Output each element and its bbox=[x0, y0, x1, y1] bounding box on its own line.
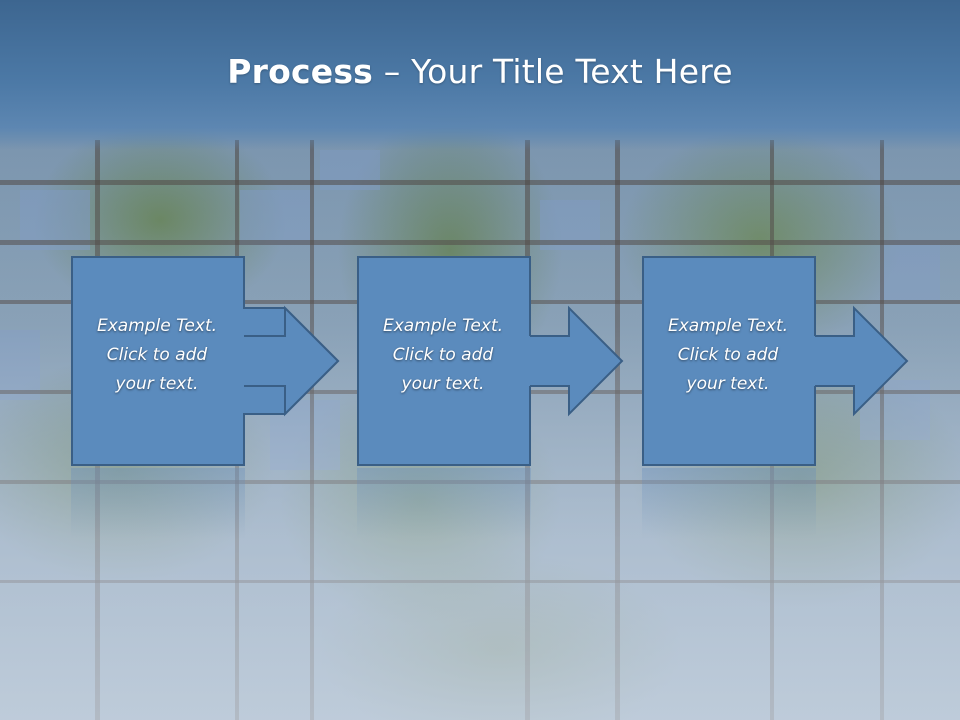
step-2-arrow-shape bbox=[357, 256, 624, 466]
step-1-line-2: Click to add bbox=[106, 345, 208, 365]
step-3-line-2: Click to add bbox=[677, 345, 779, 365]
title-bar bbox=[0, 0, 960, 150]
step-1-line-1: Example Text. bbox=[96, 316, 218, 336]
step-3-text: Example Text. Click to add your text. bbox=[642, 312, 814, 399]
step-1-text: Example Text. Click to add your text. bbox=[71, 312, 243, 399]
step-3-reflection bbox=[642, 468, 816, 538]
slide-title[interactable]: Process – Your Title Text Here bbox=[0, 52, 960, 91]
step-1-arrow-shape bbox=[71, 256, 340, 466]
step-2-text: Example Text. Click to add your text. bbox=[357, 312, 529, 399]
step-2-reflection bbox=[357, 468, 531, 538]
step-1-reflection bbox=[71, 468, 245, 538]
title-bold-text: Process bbox=[227, 52, 374, 91]
step-3-line-3: your text. bbox=[686, 374, 770, 394]
process-step-2[interactable]: Example Text. Click to add your text. bbox=[357, 256, 627, 466]
step-3-line-1: Example Text. bbox=[667, 316, 789, 336]
step-3-arrow-shape bbox=[642, 256, 909, 466]
process-step-1[interactable]: Example Text. Click to add your text. bbox=[71, 256, 341, 466]
process-step-3[interactable]: Example Text. Click to add your text. bbox=[642, 256, 912, 466]
step-1-line-3: your text. bbox=[115, 374, 199, 394]
step-2-line-2: Click to add bbox=[392, 345, 494, 365]
step-2-line-1: Example Text. bbox=[382, 316, 504, 336]
step-2-line-3: your text. bbox=[401, 374, 485, 394]
title-rest-text: – Your Title Text Here bbox=[373, 52, 733, 91]
